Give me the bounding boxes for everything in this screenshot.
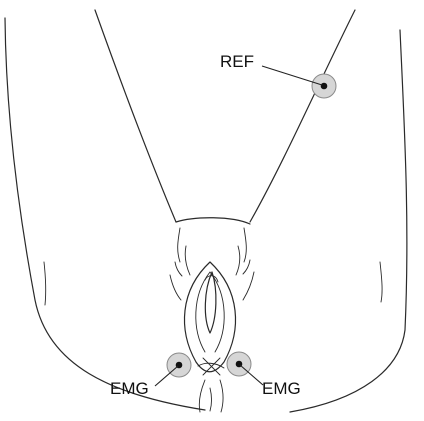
ref-electrode: REF — [220, 52, 336, 98]
right-fold-lines — [236, 228, 254, 300]
left-outer-contour — [5, 18, 205, 410]
perineum-top-edge — [176, 218, 250, 224]
emg-right-label: EMG — [262, 379, 301, 398]
emg-left-electrode: EMG — [110, 353, 191, 398]
left-thigh-contour — [95, 10, 176, 222]
vaginal-opening — [205, 272, 216, 333]
left-buttock-crease — [44, 262, 46, 305]
right-thigh-contour — [250, 10, 355, 222]
vulva-inner-contour — [196, 272, 224, 352]
anatomy-outline — [5, 10, 407, 412]
ref-electrode-dot — [321, 83, 328, 90]
emg-right-electrode: EMG — [227, 352, 301, 398]
left-fold-lines — [170, 228, 190, 300]
right-outer-contour — [290, 30, 407, 412]
ref-label: REF — [220, 52, 254, 71]
lower-fold-lines — [199, 380, 223, 412]
ref-leader-line — [262, 66, 322, 85]
emg-left-label: EMG — [110, 379, 149, 398]
right-buttock-crease — [380, 262, 382, 302]
